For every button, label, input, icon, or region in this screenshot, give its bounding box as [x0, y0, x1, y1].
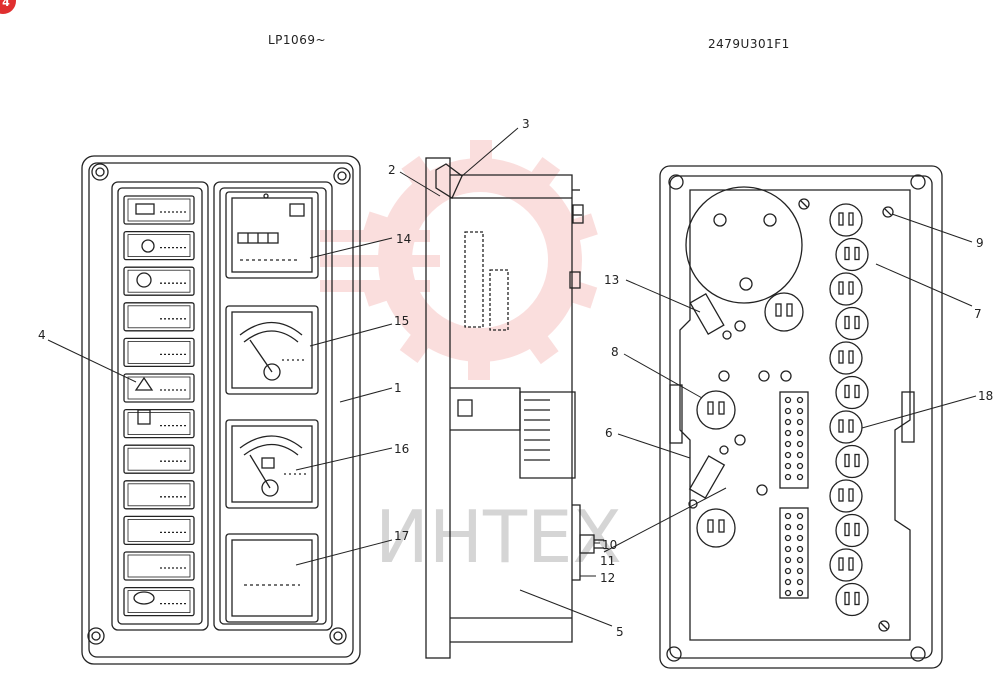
leader-line-18 [861, 395, 977, 429]
leader-line-6 [617, 433, 691, 459]
leader-line-8 [623, 353, 703, 399]
callout-label-1: 1 [394, 381, 402, 395]
callout-label-6: 6 [605, 426, 613, 440]
leader-line-2 [399, 171, 441, 197]
leader-line-13 [625, 279, 701, 313]
leader-line-3 [461, 127, 519, 177]
callout-label-4: 4 [38, 328, 46, 342]
callout-label-18: 18 [978, 389, 993, 403]
leader-line-5 [519, 589, 613, 627]
callout-label-2: 2 [388, 163, 396, 177]
rear-circuit-board [659, 165, 943, 669]
warning-lamp-column [123, 195, 195, 617]
relay-sockets [696, 292, 804, 548]
callout-label-16: 16 [394, 442, 409, 456]
leader-line-7 [875, 263, 973, 307]
terminal-blocks [779, 391, 809, 599]
front-panel [81, 155, 361, 665]
leader-line-1 [339, 387, 393, 403]
leader-line-16 [295, 447, 393, 471]
watermark-text: ИНТЕХ [375, 495, 622, 579]
leader-line-15 [309, 323, 393, 347]
leader-line-11 [603, 487, 727, 553]
side-housing [425, 157, 604, 659]
leader-line-4 [47, 339, 137, 383]
watermark-logo [320, 140, 598, 380]
callout-label-5: 5 [616, 625, 624, 639]
callout-label-17: 17 [394, 529, 409, 543]
leader-line-17 [295, 539, 393, 566]
callout-label-13: 13 [604, 273, 619, 287]
callout-label-15: 15 [394, 314, 409, 328]
connector-fins [524, 399, 550, 461]
callout-label-9: 9 [976, 236, 984, 250]
callout-leaders [47, 127, 977, 627]
callout-label-8: 8 [611, 345, 619, 359]
callout-label-10: 10 [602, 538, 617, 552]
callout-label-7: 7 [974, 307, 982, 321]
right-part-code: 2479U301F1 [708, 37, 790, 51]
callout-label-14: 14 [396, 232, 411, 246]
left-part-code: LP1069~ [268, 33, 327, 47]
bulb-sockets [829, 203, 869, 617]
callout-label-11: 11 [600, 554, 615, 568]
callout-label-3: 3 [522, 117, 530, 131]
callout-label-12: 12 [600, 571, 615, 585]
leader-line-9 [891, 213, 973, 243]
leader-line-14 [309, 237, 393, 259]
